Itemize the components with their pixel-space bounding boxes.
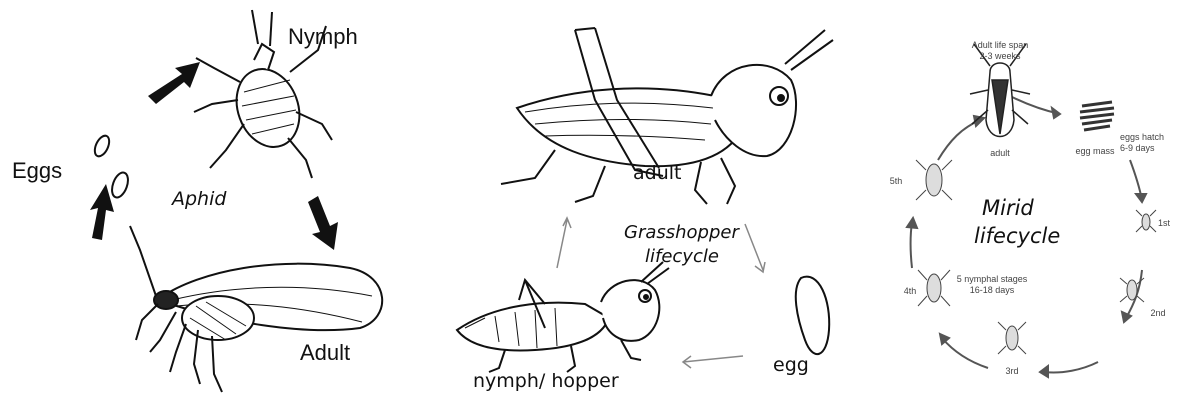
grasshopper-egg-drawing xyxy=(796,277,829,354)
mirid-adult-label: adult xyxy=(984,148,1016,159)
mirid-nymph-4th-drawing xyxy=(918,270,950,306)
mirid-arrow-4th-to-5th xyxy=(911,222,913,268)
mirid-lifecycle-panel: Adult life span 2-3 weeks adult eggs hat… xyxy=(850,0,1182,398)
grasshopper-arrow-nymph-to-adult xyxy=(557,218,571,268)
mirid-arrow-3rd-to-4th xyxy=(942,338,988,368)
mirid-stage-5th-label: 5th xyxy=(886,176,906,187)
mirid-nymphal-line1: 5 nymphal stages xyxy=(948,274,1036,285)
aphid-lifecycle-panel: Nymph Eggs Aphid Adult xyxy=(0,0,395,398)
mirid-title-line1: Mirid xyxy=(982,196,1034,220)
mirid-egg-mass-drawing xyxy=(1080,102,1114,130)
mirid-nymph-5th-drawing xyxy=(916,160,952,200)
mirid-stage-2nd-label: 2nd xyxy=(1146,308,1170,319)
mirid-arrow-2nd-to-3rd xyxy=(1044,362,1098,373)
mirid-lifespan-line1: Adult life span xyxy=(954,40,1046,51)
mirid-nymph-1st-drawing xyxy=(1136,210,1156,232)
aphid-title: Aphid xyxy=(172,188,226,210)
grasshopper-lifecycle-panel: adult Grasshopper lifecycle egg nymph/ h… xyxy=(395,0,850,398)
mirid-stage-1st-label: 1st xyxy=(1154,218,1174,229)
mirid-arrow-5th-to-adult xyxy=(938,120,980,160)
mirid-lifespan-line2: 2-3 weeks xyxy=(954,51,1046,62)
grasshopper-arrow-egg-to-nymph xyxy=(683,356,743,368)
aphid-adult-label: Adult xyxy=(300,340,350,366)
mirid-stage-3rd-label: 3rd xyxy=(1002,366,1022,377)
aphid-egg-1 xyxy=(92,133,112,158)
mirid-egg-mass-label: egg mass xyxy=(1070,146,1120,157)
grasshopper-title-line2: lifecycle xyxy=(645,246,719,267)
mirid-eggs-hatch-label: eggs hatch 6-9 days xyxy=(1120,132,1180,154)
grasshopper-title-line1: Grasshopper xyxy=(624,222,739,243)
aphid-eggs-label: Eggs xyxy=(12,158,62,184)
aphid-arrow-eggs-to-nymph xyxy=(148,62,200,104)
mirid-stage-4th-label: 4th xyxy=(900,286,920,297)
grasshopper-arrow-adult-to-egg xyxy=(745,224,765,272)
aphid-egg-2 xyxy=(109,170,131,199)
mirid-nymph-3rd-drawing xyxy=(998,322,1026,354)
aphid-nymph-label: Nymph xyxy=(288,24,358,50)
mirid-eggs-hatch-line1: eggs hatch xyxy=(1120,132,1180,143)
grasshopper-adult-label: adult xyxy=(633,162,681,184)
mirid-nymph-2nd-drawing xyxy=(1120,278,1144,302)
grasshopper-egg-label: egg xyxy=(773,354,809,376)
aphid-arrow-nymph-to-adult xyxy=(308,196,338,250)
aphid-arrow-adult-to-eggs xyxy=(90,184,114,240)
mirid-eggs-hatch-line2: 6-9 days xyxy=(1120,143,1180,154)
mirid-lifespan-label: Adult life span 2-3 weeks xyxy=(954,40,1046,62)
grasshopper-nymph-drawing xyxy=(457,262,669,372)
aphid-adult-drawing xyxy=(130,226,382,392)
mirid-title-line2: lifecycle xyxy=(974,224,1060,248)
mirid-nymphal-line2: 16-18 days xyxy=(948,285,1036,296)
mirid-nymphal-stages-label: 5 nymphal stages 16-18 days xyxy=(948,274,1036,296)
grasshopper-illustration xyxy=(395,0,850,398)
grasshopper-nymph-label: nymph/ hopper xyxy=(473,370,619,392)
